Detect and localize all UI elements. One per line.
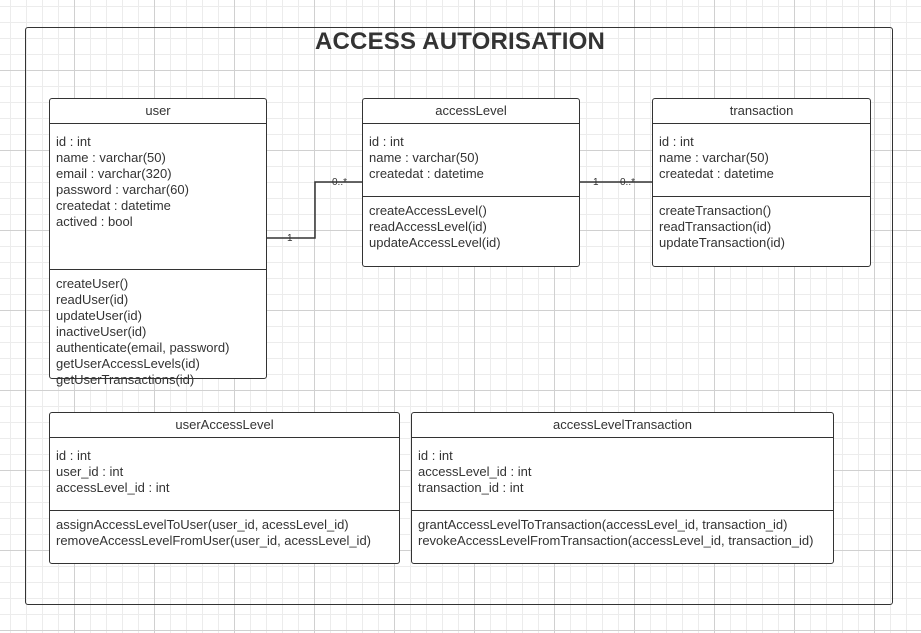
attribute: id : int bbox=[418, 448, 453, 463]
operation: inactiveUser(id) bbox=[56, 324, 147, 339]
operation: grantAccessLevelToTransaction(accessLeve… bbox=[418, 517, 788, 532]
operation-list: createUser() readUser(id) updateUser(id)… bbox=[50, 270, 266, 388]
class-accessleveltransaction[interactable]: accessLevelTransaction id : int accessLe… bbox=[411, 412, 834, 564]
class-transaction[interactable]: transaction id : int name : varchar(50) … bbox=[652, 98, 871, 267]
operation: readUser(id) bbox=[56, 292, 129, 307]
attribute-list: id : int user_id : int accessLevel_id : … bbox=[50, 438, 399, 511]
attribute: createdat : datetime bbox=[659, 166, 774, 181]
attribute: name : varchar(50) bbox=[659, 150, 769, 165]
attribute: email : varchar(320) bbox=[56, 166, 172, 181]
operation: createUser() bbox=[56, 276, 129, 291]
attribute: createdat : datetime bbox=[369, 166, 484, 181]
multiplicity-label: 0..* bbox=[620, 177, 635, 188]
attribute: id : int bbox=[369, 134, 404, 149]
attribute: name : varchar(50) bbox=[56, 150, 166, 165]
attribute: id : int bbox=[659, 134, 694, 149]
operation: getUserTransactions(id) bbox=[56, 372, 195, 387]
operation: createAccessLevel() bbox=[369, 203, 487, 218]
association-user-accesslevel: 1 0..* bbox=[267, 177, 362, 244]
operation-list: createTransaction() readTransaction(id) … bbox=[653, 197, 870, 251]
multiplicity-label: 1 bbox=[593, 177, 599, 188]
attribute-list: id : int accessLevel_id : int transactio… bbox=[412, 438, 833, 511]
class-accesslevel[interactable]: accessLevel id : int name : varchar(50) … bbox=[362, 98, 580, 267]
attribute: accessLevel_id : int bbox=[418, 464, 532, 479]
attribute: transaction_id : int bbox=[418, 480, 524, 495]
operation: authenticate(email, password) bbox=[56, 340, 230, 355]
operation: assignAccessLevelToUser(user_id, acessLe… bbox=[56, 517, 349, 532]
attribute: user_id : int bbox=[56, 464, 124, 479]
association-accesslevel-transaction: 1 0..* bbox=[580, 177, 653, 188]
operation: removeAccessLevelFromUser(user_id, acess… bbox=[56, 533, 372, 548]
class-useraccesslevel[interactable]: userAccessLevel id : int user_id : int a… bbox=[49, 412, 400, 564]
multiplicity-label: 0..* bbox=[332, 177, 347, 188]
operation: updateTransaction(id) bbox=[659, 235, 785, 250]
operation-list: grantAccessLevelToTransaction(accessLeve… bbox=[412, 511, 833, 549]
operation-list: assignAccessLevelToUser(user_id, acessLe… bbox=[50, 511, 399, 549]
attribute-list: id : int name : varchar(50) createdat : … bbox=[363, 124, 579, 197]
attribute-list: id : int name : varchar(50) createdat : … bbox=[653, 124, 870, 197]
attribute: accessLevel_id : int bbox=[56, 480, 170, 495]
attribute: id : int bbox=[56, 134, 91, 149]
association-line bbox=[267, 181, 362, 239]
attribute: createdat : datetime bbox=[56, 198, 171, 213]
operation: readTransaction(id) bbox=[659, 219, 772, 234]
attribute-list: id : int name : varchar(50) email : varc… bbox=[50, 124, 266, 270]
multiplicity-label: 1 bbox=[287, 233, 293, 244]
operation: getUserAccessLevels(id) bbox=[56, 356, 200, 371]
attribute: name : varchar(50) bbox=[369, 150, 479, 165]
attribute: actived : bool bbox=[56, 214, 133, 229]
class-name: accessLevelTransaction bbox=[412, 413, 833, 438]
operation-list: createAccessLevel() readAccessLevel(id) … bbox=[363, 197, 579, 251]
diagram-title: ACCESS AUTORISATION bbox=[314, 28, 606, 55]
class-name: user bbox=[50, 99, 266, 124]
operation: updateUser(id) bbox=[56, 308, 142, 323]
class-name: accessLevel bbox=[363, 99, 579, 124]
attribute: id : int bbox=[56, 448, 91, 463]
operation: readAccessLevel(id) bbox=[369, 219, 487, 234]
class-user[interactable]: user id : int name : varchar(50) email :… bbox=[49, 98, 267, 387]
class-name: userAccessLevel bbox=[50, 413, 399, 438]
diagram-frame bbox=[25, 27, 893, 605]
operation: updateAccessLevel(id) bbox=[369, 235, 501, 250]
class-name: transaction bbox=[653, 99, 870, 124]
attribute: password : varchar(60) bbox=[56, 182, 189, 197]
operation: createTransaction() bbox=[659, 203, 772, 218]
operation: revokeAccessLevelFromTransaction(accessL… bbox=[418, 533, 814, 548]
